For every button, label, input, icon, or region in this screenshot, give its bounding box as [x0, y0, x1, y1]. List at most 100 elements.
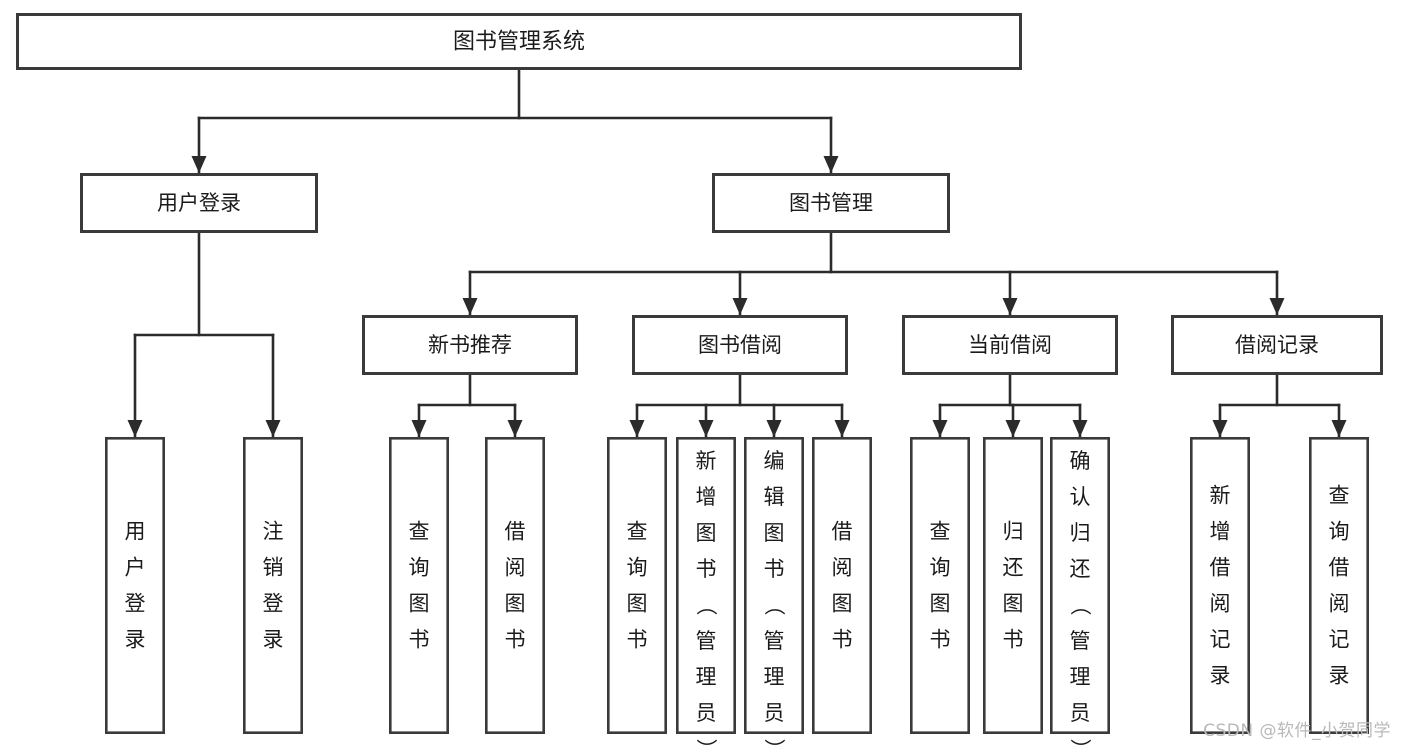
- node-root-图书管理系统-label: 图书管理系统: [453, 30, 585, 55]
- arrow-leaf-1-0: [629, 420, 645, 437]
- leaf-query-book-1-box[interactable]: [388, 436, 449, 734]
- leaf-user-login-char: 录: [125, 628, 146, 652]
- node-用户登录[interactable]: 用户登录: [80, 173, 318, 233]
- leaf-add-record-char: 借: [1210, 556, 1231, 580]
- leaf-query-book-2-char: 图: [627, 592, 648, 616]
- leaf-query-record-box[interactable]: [1309, 436, 1370, 734]
- leaf-add-book-box[interactable]: [675, 436, 736, 734]
- leaf-confirm-return-char: ）: [1068, 739, 1092, 747]
- arrow-图书管理: [823, 156, 839, 173]
- arrow-图书管理-child-0: [462, 298, 478, 315]
- leaf-confirm-return-char: （: [1068, 595, 1092, 616]
- leaf-user-login[interactable]: 用户登录: [105, 436, 166, 734]
- leaf-borrow-book-1-box[interactable]: [484, 436, 545, 734]
- arrow-leaf-1-3: [834, 420, 850, 437]
- node-新书推荐-box[interactable]: [362, 315, 578, 375]
- leaf-query-record-char: 借: [1329, 556, 1350, 580]
- leaf-confirm-return-char: 确: [1070, 449, 1091, 473]
- connector-layer: [127, 68, 1347, 439]
- leaf-add-record-char: 新: [1210, 484, 1231, 508]
- leaf-edit-book-char: 辑: [764, 485, 785, 509]
- leaf-query-book-3-box[interactable]: [909, 436, 970, 734]
- leaf-borrow-book-1-char: 阅: [505, 556, 526, 580]
- leaf-add-book-char: 图: [696, 521, 717, 545]
- leaf-query-record-char: 记: [1329, 628, 1350, 652]
- arrow-leaf-2-0: [932, 420, 948, 437]
- leaf-user-login-box[interactable]: [105, 436, 166, 734]
- leaf-logout-char: 录: [263, 628, 284, 652]
- leaf-borrow-book-2-char: 图: [832, 592, 853, 616]
- node-root-图书管理系统[interactable]: 图书管理系统: [16, 13, 1022, 70]
- arrow-图书管理-child-3: [1269, 298, 1285, 315]
- arrow-图书管理-child-1: [732, 298, 748, 315]
- leaf-return-book-box[interactable]: [982, 436, 1043, 734]
- leaf-user-login-char: 用: [125, 520, 146, 544]
- leaf-borrow-book-2-char: 书: [832, 628, 853, 652]
- arrow-leaf-0-1: [507, 420, 523, 437]
- node-图书管理[interactable]: 图书管理: [712, 173, 950, 233]
- node-图书借阅-box[interactable]: [632, 315, 848, 375]
- arrow-leaf-3-1: [1331, 420, 1347, 437]
- arrow-图书管理-child-2: [1002, 298, 1018, 315]
- node-当前借阅-box[interactable]: [902, 315, 1118, 375]
- leaf-edit-book-char: ）: [762, 739, 786, 747]
- leaf-edit-book-char: 编: [764, 449, 785, 473]
- leaf-query-book-1-char: 查: [409, 520, 430, 544]
- leaf-query-book-2-box[interactable]: [606, 436, 667, 734]
- node-图书借阅[interactable]: 图书借阅: [632, 315, 848, 375]
- leaf-logout-box[interactable]: [243, 436, 304, 734]
- node-layer: 图书管理系统用户登录图书管理新书推荐图书借阅当前借阅借阅记录用户登录注销登录查询…: [16, 13, 1383, 747]
- node-用户登录-label: 用户登录: [157, 191, 241, 215]
- leaf-borrow-book-2-char: 阅: [832, 556, 853, 580]
- leaf-add-record-box[interactable]: [1190, 436, 1251, 734]
- node-当前借阅-label: 当前借阅: [968, 333, 1052, 357]
- node-root-图书管理系统-box[interactable]: [16, 13, 1022, 70]
- leaf-add-record-char: 增: [1210, 520, 1231, 544]
- node-新书推荐[interactable]: 新书推荐: [362, 315, 578, 375]
- leaf-borrow-book-1-char: 图: [505, 592, 526, 616]
- leaf-edit-book-char: 图: [764, 521, 785, 545]
- node-图书管理-box[interactable]: [712, 173, 950, 233]
- arrow-用户登录-child-1: [265, 420, 281, 437]
- leaf-return-book-char: 归: [1003, 520, 1024, 544]
- arrow-用户登录: [191, 156, 207, 173]
- leaf-add-record-char: 记: [1210, 628, 1231, 652]
- leaf-borrow-book-2-box[interactable]: [811, 436, 872, 734]
- node-新书推荐-label: 新书推荐: [428, 333, 512, 357]
- leaf-borrow-book-1-char: 借: [505, 520, 526, 544]
- leaf-add-book-char: 书: [696, 557, 717, 581]
- leaf-return-book-char: 图: [1003, 592, 1024, 616]
- node-当前借阅[interactable]: 当前借阅: [902, 315, 1118, 375]
- leaf-query-record-char: 查: [1329, 484, 1350, 508]
- node-用户登录-box[interactable]: [80, 173, 318, 233]
- leaf-query-book-2-char: 询: [627, 556, 648, 580]
- arrow-leaf-2-2: [1072, 420, 1088, 437]
- arrow-leaf-1-1: [698, 420, 714, 437]
- leaf-confirm-return-char: 管: [1070, 629, 1091, 653]
- node-借阅记录[interactable]: 借阅记录: [1171, 315, 1383, 375]
- leaf-return-book-char: 书: [1003, 628, 1024, 652]
- leaf-add-book-char: 新: [696, 449, 717, 473]
- leaf-confirm-return-char: 员: [1070, 701, 1091, 725]
- node-借阅记录-box[interactable]: [1171, 315, 1383, 375]
- leaf-confirm-return-box[interactable]: [1050, 436, 1111, 734]
- leaf-query-book-3-char: 查: [930, 520, 951, 544]
- leaf-edit-book-box[interactable]: [743, 436, 804, 734]
- node-图书管理-label: 图书管理: [789, 191, 873, 215]
- leaf-confirm-return-char: 认: [1070, 485, 1091, 509]
- leaf-add-book-char: ）: [694, 739, 718, 747]
